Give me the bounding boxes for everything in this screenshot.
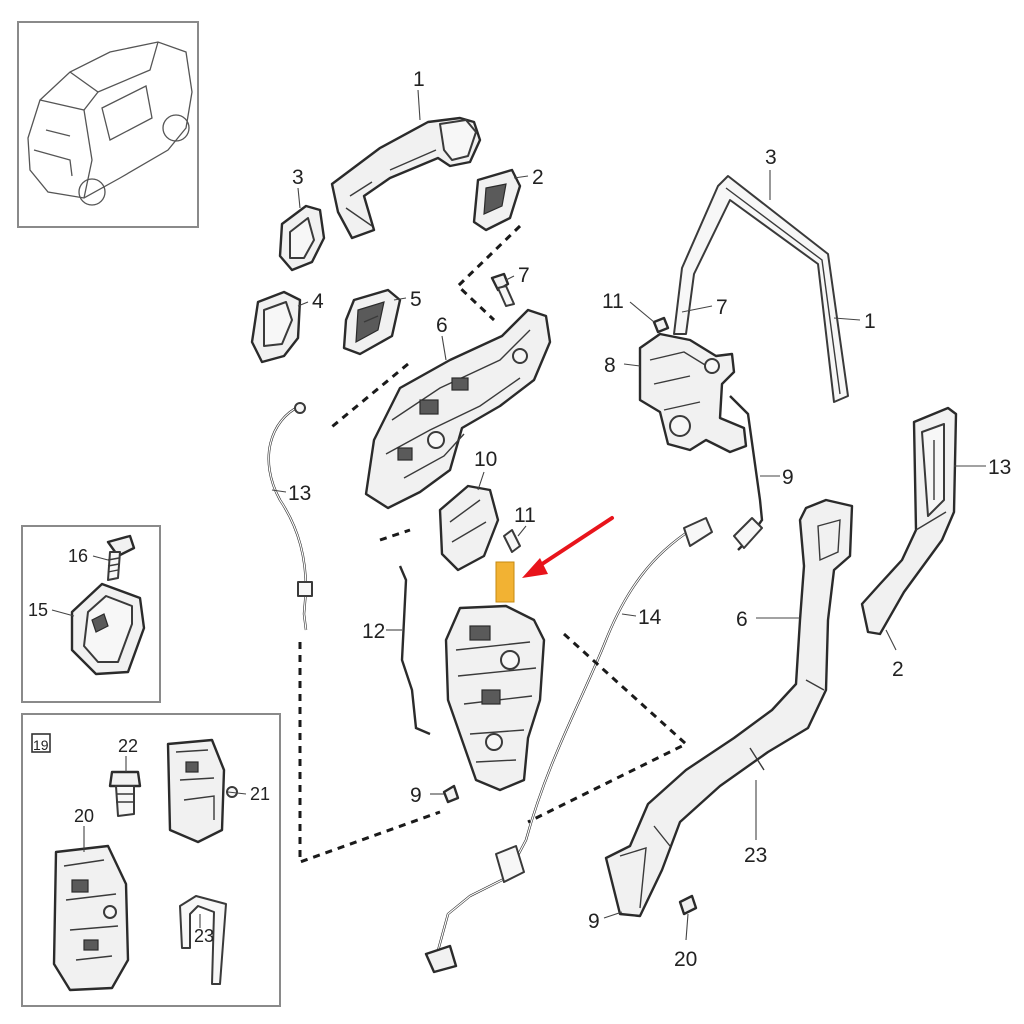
callout-10-cover: 10 [474,448,497,471]
callout-15-striker: 15 [28,600,48,620]
callout-8-mount: 8 [604,354,616,377]
callout-11-nut: 11 [602,290,624,313]
rod-12 [398,565,431,736]
callout-5-gasket: 5 [410,288,422,311]
callout-6-bracket: 6 [436,314,448,337]
lock-kit-inset [21,713,281,1007]
callout-6-channel: 6 [736,608,748,631]
handle-bracket-6 [364,308,552,510]
callout-7-screw: 7 [518,264,530,287]
channel-13 [860,406,958,636]
callout-12-rod: 12 [362,620,385,643]
car-thumbnail-icon [27,41,193,206]
grommet-22 [108,770,142,817]
callout-1-frame: 1 [864,310,876,333]
nut-11 [652,316,670,334]
highlighted-part [495,561,515,603]
door-latch [444,604,546,792]
outer-handle-1 [330,116,482,240]
callout-1-handle: 1 [413,68,425,91]
seal-23 [179,895,227,985]
callout-23-seal: 23 [194,926,214,946]
callout-16-bolt: 16 [68,546,88,566]
channel-6-23 [604,498,854,918]
callout-13-channel: 13 [988,456,1011,479]
lock-cover-10 [438,484,500,572]
gasket-4 [250,290,302,364]
callout-23-channel: 23 [744,844,767,867]
car-thumbnail [17,21,199,228]
callout-9-screw: 9 [410,784,422,807]
window-frame-3 [673,175,849,403]
clip-11 [503,529,521,553]
key-cap-3 [278,204,326,272]
callout-3-cap: 3 [292,166,304,189]
striker-15 [70,582,146,676]
red-arrow-icon [522,516,614,578]
callout-7-frame: 7 [716,296,728,319]
gasket-5 [342,288,402,356]
callout-20-plug: 20 [674,948,697,971]
screw-9 [442,784,460,804]
callout-22-grommet: 22 [118,736,138,756]
handle-cover-2 [472,168,522,232]
callout-4-gasket: 4 [312,290,324,313]
bolt-16 [106,534,136,581]
cable-13 [267,402,313,631]
striker-inset [21,525,161,703]
callout-20-lock: 20 [74,806,94,826]
callout-2-cover: 2 [532,166,544,189]
callout-9-rod: 9 [782,466,794,489]
callout-21-actuator: 21 [250,784,270,804]
plug-20 [678,894,698,916]
callout-14-cable: 14 [638,606,662,629]
lock-body-20 [52,844,130,992]
callout-13-cable: 13 [288,482,311,505]
callout-2-channel: 2 [892,658,904,681]
inset-19-label: 19 [33,737,49,753]
actuator-21 [166,738,238,844]
mount-8 [638,332,748,454]
screw-7 [490,272,515,307]
callout-3-frame: 3 [765,146,777,169]
callout-11-clip: 11 [514,504,536,527]
callout-9-channel: 9 [588,910,600,933]
